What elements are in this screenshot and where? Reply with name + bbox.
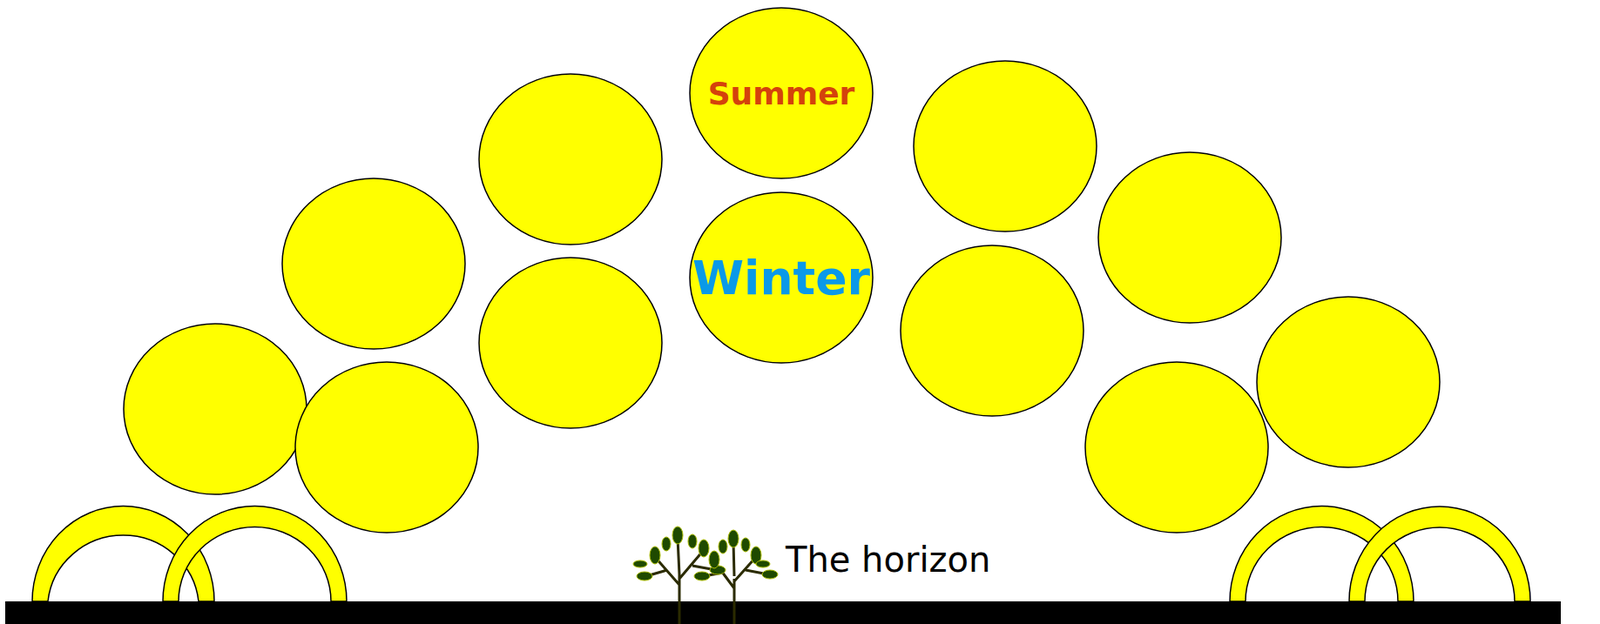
sun-circle xyxy=(1085,362,1269,534)
winter-sun: Winter xyxy=(689,192,873,364)
sun-circle xyxy=(1256,297,1440,468)
sun-circle xyxy=(123,324,307,495)
season-label: Summer xyxy=(708,75,856,112)
sun-circle xyxy=(900,245,1084,417)
setting-sun-crescent xyxy=(1349,506,1531,602)
sun-circle xyxy=(1098,152,1282,324)
summer-sun: Summer xyxy=(689,7,873,179)
horizon-label: The horizon xyxy=(785,540,991,581)
tree-leaves xyxy=(633,526,778,581)
season-label: Winter xyxy=(692,250,871,306)
sun-circle xyxy=(282,178,466,350)
rising-sun-crescent xyxy=(162,506,347,602)
sun-circle xyxy=(479,257,662,429)
horizon-ground xyxy=(5,601,1561,624)
setting-sun-crescent xyxy=(1229,506,1414,602)
tree-pair xyxy=(646,538,769,624)
sun-circle xyxy=(295,362,479,534)
sun-circle xyxy=(913,60,1097,232)
sun-circle xyxy=(479,74,662,245)
